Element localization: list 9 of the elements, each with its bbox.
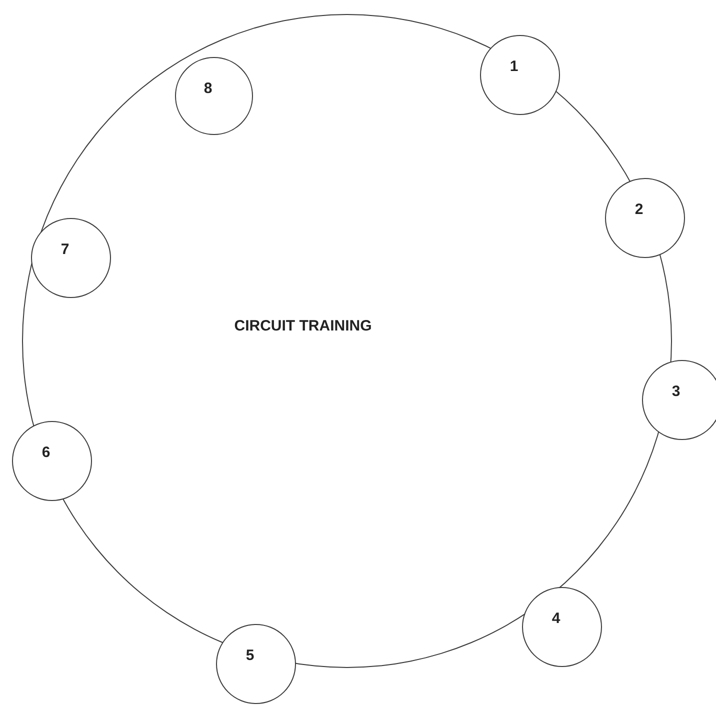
station-number: 5 — [246, 647, 254, 664]
circuit-title: CIRCUIT TRAINING — [234, 318, 372, 334]
station-number: 2 — [634, 201, 644, 218]
station-number: 4 — [552, 610, 560, 627]
station-number: 8 — [204, 80, 212, 97]
station-number: 1 — [510, 58, 518, 75]
station-number: 6 — [42, 444, 50, 461]
station-number: 7 — [60, 241, 70, 258]
station-number: 3 — [672, 383, 680, 400]
